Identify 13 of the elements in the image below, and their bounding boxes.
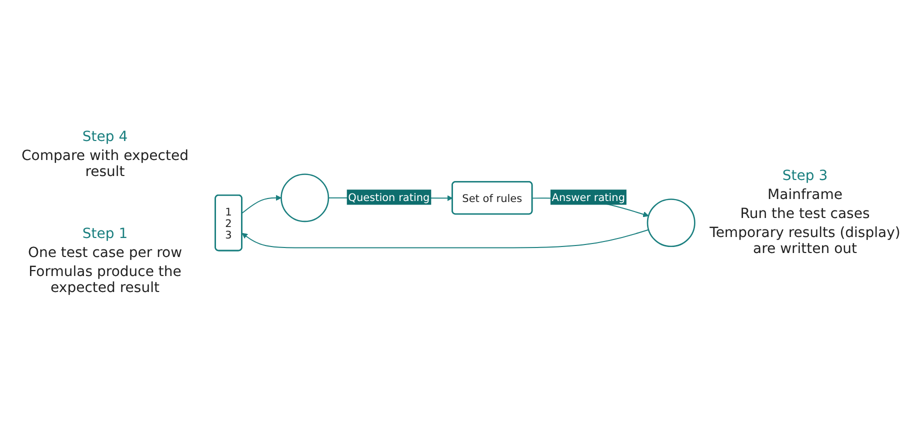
step-heading: Step 3 <box>781 168 829 184</box>
step-description: Formulas produce the expected result <box>28 264 182 296</box>
note-text: Compare with expected result <box>20 148 190 180</box>
step-description: One test case per row <box>26 244 184 260</box>
step-description: Mainframe <box>766 186 844 202</box>
edge-label: Answer rating <box>550 189 626 204</box>
step-description: Run the test cases <box>739 206 871 222</box>
step-heading: Step 4 <box>81 128 129 144</box>
table-box: 1 2 3 <box>214 194 242 251</box>
step-heading: Step 1 <box>81 226 129 242</box>
step-description: Temporary results (display) are written out <box>708 224 902 256</box>
edge-label: Question rating <box>346 189 432 204</box>
process-box: Set of rules <box>452 180 533 214</box>
